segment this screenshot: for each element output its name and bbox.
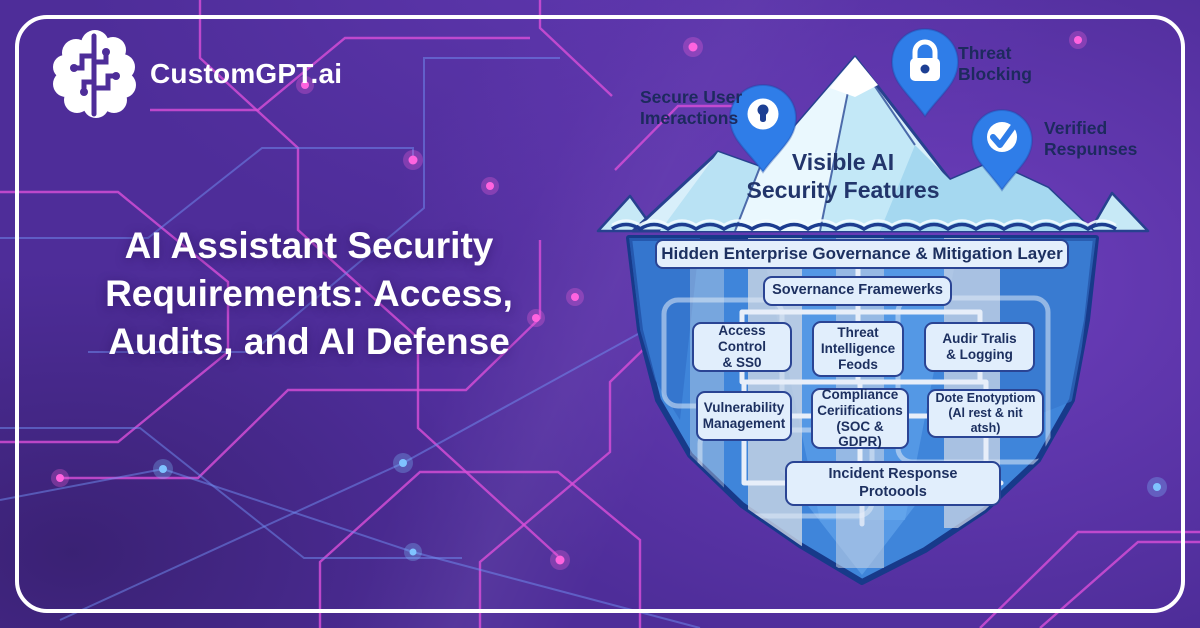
box-governance-frameworks: Sovernance Framewerks [763,276,952,306]
box-data-encryption: Dote Enotyptiom (Al rest & nit atsh) [927,389,1044,438]
pin-label-secure-user: Secure User Imeractions [640,87,743,128]
padlock-icon [910,39,940,81]
brand-logo: CustomGPT.ai [52,30,342,118]
brand-name: CustomGPT.ai [150,58,343,89]
brain-circuit-icon [53,30,136,118]
waterline [611,219,1117,232]
box-incident-response-protocols: Incident Response Protoools [785,461,1001,506]
page-title: AI Assistant Security Requirements: Acce… [105,225,513,363]
box-audit-trails-logging: Audir Tralis & Logging [924,322,1035,372]
map-pin-threat-blocking [890,28,960,118]
keyhole-icon [747,98,779,130]
visible-features-label: Visible AI Security Features [746,149,940,204]
box-compliance-certifications: Compliance Ceriifications (SOC & GDPR) [811,387,909,449]
governance-layer-banner: Hidden Enterprise Governance & Mitigatio… [655,239,1069,269]
map-pin-verified-responses [970,109,1034,192]
map-pin-secure-user [728,84,798,174]
pin-label-threat-blocking: Threat Blocking [958,43,1032,84]
box-access-control-sso: Access Control & SS0 [692,322,792,372]
checkmark-icon [987,122,1017,152]
iceberg-above-water [596,55,1150,233]
pin-label-verified-responses: Verified Respunses [1044,118,1138,159]
box-vulnerability-management: Vulnerability Management [696,391,792,441]
box-threat-intelligence-feeds: Threat Intelligence Feods [812,321,904,377]
